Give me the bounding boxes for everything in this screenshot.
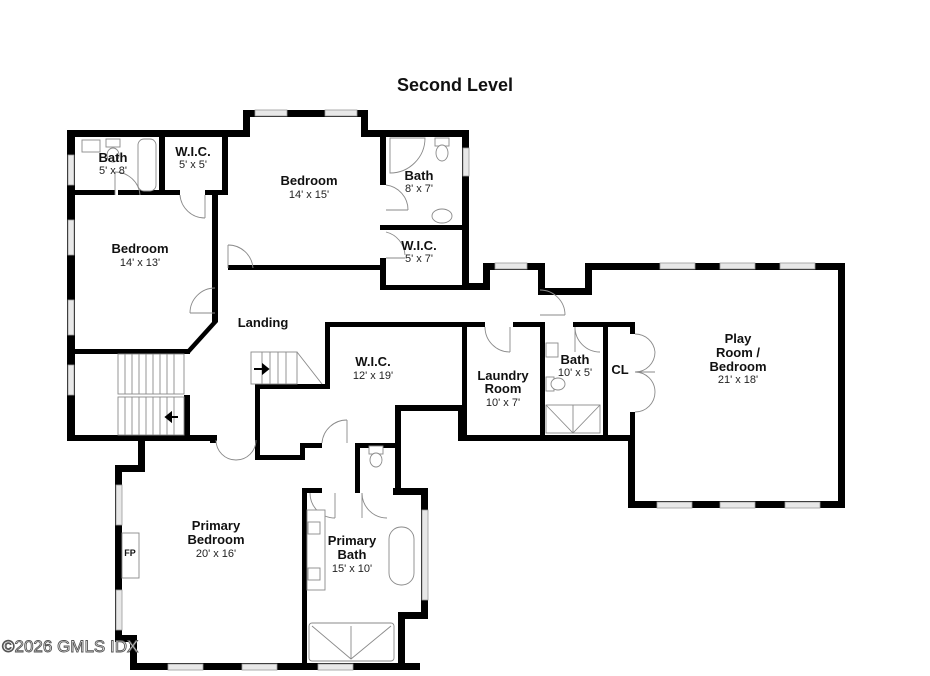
bathtub-icon <box>137 138 157 192</box>
sink-icon <box>431 208 453 224</box>
svg-text:Bedroom: Bedroom <box>187 532 244 547</box>
svg-text:Room: Room <box>485 381 522 396</box>
freestanding-tub-icon <box>388 526 415 586</box>
room-wic-center: W.I.C.12' x 19' <box>353 354 393 382</box>
svg-text:20' x 16': 20' x 16' <box>196 548 236 560</box>
fixtures: FP <box>81 137 601 662</box>
svg-text:14' x 15': 14' x 15' <box>289 189 329 201</box>
room-wic-ne: W.I.C.5' x 7' <box>401 238 436 265</box>
toilet-icon <box>435 144 449 162</box>
fireplace-label: FP <box>124 548 136 558</box>
svg-text:14' x 13': 14' x 13' <box>120 257 160 269</box>
svg-text:21' x 18': 21' x 18' <box>718 374 758 386</box>
room-landing: Landing <box>238 315 289 330</box>
svg-text:5' x 5': 5' x 5' <box>179 159 207 171</box>
svg-text:Room /: Room / <box>716 345 760 360</box>
doors <box>114 171 656 519</box>
svg-text:Play: Play <box>725 331 753 346</box>
room-closet: CL <box>611 362 628 377</box>
svg-text:Landing: Landing <box>238 315 289 330</box>
stair-arrow-right-icon <box>254 362 270 376</box>
toilet-icon <box>550 377 566 391</box>
toilet-icon <box>106 147 120 163</box>
svg-text:Bedroom: Bedroom <box>280 173 337 188</box>
svg-text:10' x 5': 10' x 5' <box>558 367 592 379</box>
plan-title: Second Level <box>397 75 513 95</box>
stair-arrow-left-icon <box>164 410 178 424</box>
room-wic-nw: W.I.C.5' x 5' <box>175 144 210 171</box>
svg-text:Bath: Bath <box>338 547 367 562</box>
sink-icon <box>81 139 101 153</box>
sink-icon <box>545 342 559 358</box>
svg-text:Bath: Bath <box>561 352 590 367</box>
svg-text:Primary: Primary <box>192 518 241 533</box>
svg-text:W.I.C.: W.I.C. <box>355 354 390 369</box>
svg-text:15' x 10': 15' x 10' <box>332 563 372 575</box>
stairs <box>117 351 323 436</box>
svg-text:10' x 7': 10' x 7' <box>486 397 520 409</box>
shower-icon <box>308 622 395 662</box>
svg-text:Primary: Primary <box>328 533 377 548</box>
svg-text:5' x 7': 5' x 7' <box>405 253 433 265</box>
svg-text:5' x 8': 5' x 8' <box>99 165 127 177</box>
svg-text:Bedroom: Bedroom <box>111 241 168 256</box>
svg-text:Bath: Bath <box>405 168 434 183</box>
svg-text:Bedroom: Bedroom <box>709 359 766 374</box>
svg-text:12' x 19': 12' x 19' <box>353 370 393 382</box>
svg-text:Laundry: Laundry <box>477 368 529 383</box>
svg-text:8' x 7': 8' x 7' <box>405 183 433 195</box>
svg-text:CL: CL <box>611 362 628 377</box>
corner-shower-icon <box>389 137 426 174</box>
windows <box>67 109 821 671</box>
svg-text:W.I.C.: W.I.C. <box>175 144 210 159</box>
svg-text:W.I.C.: W.I.C. <box>401 238 436 253</box>
fireplace-icon <box>121 532 140 579</box>
copyright-watermark: ©2026 GMLS IDX <box>2 637 138 656</box>
svg-text:Bath: Bath <box>99 150 128 165</box>
toilet-icon <box>369 452 383 468</box>
